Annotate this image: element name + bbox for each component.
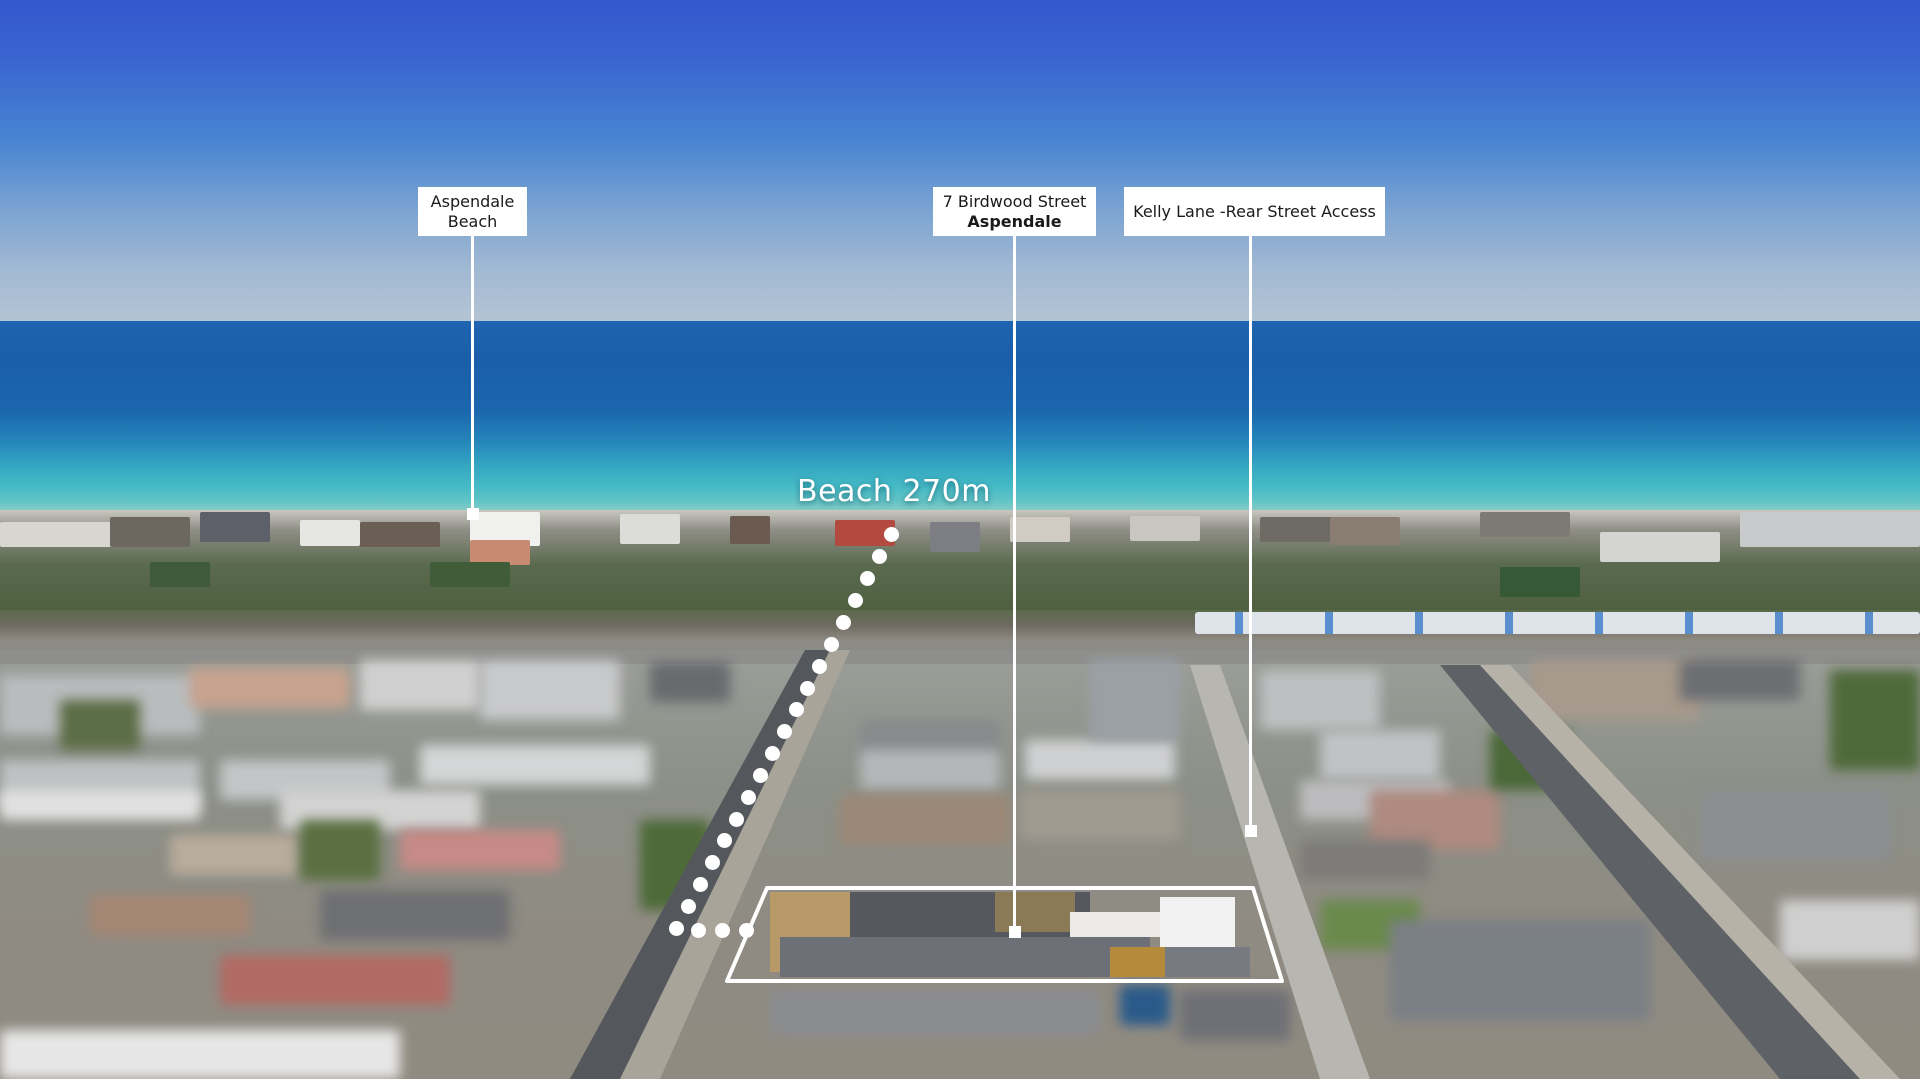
sea — [0, 321, 1920, 521]
sky — [0, 0, 1920, 323]
aspendale-beach-label: Aspendale Beach — [418, 187, 527, 236]
rear-access-pointer-marker — [1245, 825, 1257, 837]
train — [1195, 612, 1920, 634]
rear-access-label: Kelly Lane -Rear Street Access — [1124, 187, 1385, 236]
property-pointer-line — [1013, 236, 1016, 929]
beach-pointer-line — [471, 236, 474, 511]
beach-distance-label: Beach 270m — [797, 474, 991, 509]
label-line-2: Beach — [447, 211, 498, 231]
property-pointer-marker — [1009, 926, 1021, 938]
beach-pointer-marker — [467, 508, 479, 520]
rear-access-text: Kelly Lane -Rear Street Access — [1133, 201, 1376, 221]
address-street: 7 Birdwood Street — [942, 191, 1087, 211]
label-line-1: Aspendale — [430, 191, 515, 211]
address-suburb: Aspendale — [967, 211, 1062, 231]
property-address-label: 7 Birdwood Street Aspendale — [933, 187, 1096, 236]
property-lot — [760, 887, 1250, 980]
rear-access-pointer-line — [1249, 236, 1252, 828]
foreshore-houses-row — [0, 512, 1920, 612]
